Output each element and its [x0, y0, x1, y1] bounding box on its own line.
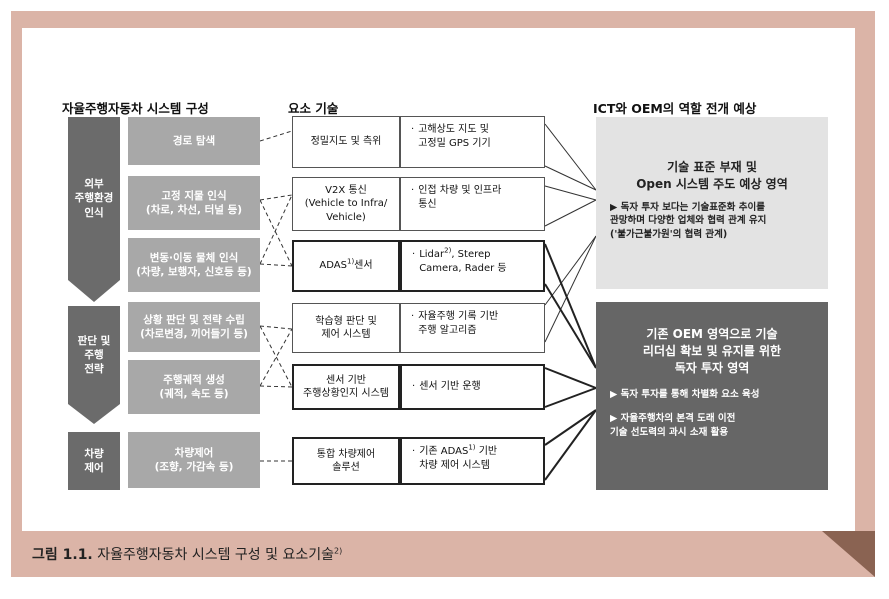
bullet-dot: · [411, 124, 415, 135]
dash-moving-to-adas [259, 263, 293, 267]
element-adas-sensor: ADAS1)센서 [292, 240, 400, 292]
bullet-dot: · [412, 249, 416, 260]
line-sensor-to-ict-bottom [544, 367, 597, 389]
adas-sensor-label: 센서 [354, 260, 373, 272]
dash-judge-to-learning [259, 325, 293, 330]
oem-body-differentiation: ▶ 독자 투자를 통해 차별화 요소 육성 [610, 389, 760, 401]
header-element-technology: 요소 기술 [288, 101, 339, 116]
dash-judge-to-sensor [259, 325, 293, 388]
ict-top-body: ▶ 독자 투자 보다는 기술표준화 추이를 관망하며 다양한 업체와 협력 관계… [610, 201, 767, 241]
caption-footnote: 2) [333, 546, 343, 556]
header-ict-oem-roles: ICT와 OEM의 역할 전개 예상 [593, 101, 757, 116]
line-sensor2-to-ict-bottom [544, 387, 597, 408]
desc-v2x: ·인접 차량 및 인프라 통신 [400, 177, 545, 231]
dash-fixed-to-adas [259, 199, 293, 267]
line-integrated2-to-ict-bottom [544, 409, 597, 481]
adas-label: ADAS [319, 260, 347, 272]
group-label-perception: 외부 주행환경 인식 [68, 117, 120, 280]
existing-adas-label: 기존 ADAS [419, 446, 469, 457]
dash-moving-to-v2x [259, 194, 293, 265]
desc-sensor-text: 센서 기반 운행 [419, 381, 481, 392]
caption-corner-fold [822, 531, 875, 577]
dash-fixed-to-v2x [259, 194, 293, 201]
function-moving-object-recognition: 변동·이동 물체 인식 (차량, 보행자, 신호등 등) [128, 238, 260, 292]
function-route-search: 경로 탐색 [128, 117, 260, 165]
header-system-composition: 자율주행자동차 시스템 구성 [62, 101, 209, 116]
line-map-to-ict-top [544, 123, 597, 191]
element-sensor-situation: 센서 기반 주행상황인지 시스템 [292, 364, 400, 410]
ict-top-title: 기술 표준 부재 및 Open 시스템 주도 예상 영역 [636, 160, 788, 191]
desc-adas-sensor: ·Lidar2), Sterep Camera, Rader 등 [400, 240, 545, 292]
bullet-dot: · [411, 311, 415, 322]
caption-bar [11, 531, 875, 577]
function-situation-judgement: 상황 판단 및 전략 수립 (차로변경, 끼어들기 등) [128, 302, 260, 352]
oem-body-leadership: ▶ 자율주행차의 본격 도래 이전 기술 선도력의 과시 소재 활용 [610, 413, 736, 438]
line-learning-to-ict-top [544, 235, 597, 306]
lidar-label: Lidar [419, 249, 445, 260]
adas-footnote: 1) [346, 257, 355, 266]
group-label-judgement: 판단 및 주행 전략 [68, 306, 120, 404]
oem-investment-area: 기존 OEM 영역으로 기술 리더십 확보 및 유지를 위한 독자 투자 영역 … [596, 302, 828, 490]
caption-text: 자율주행자동차 시스템 구성 및 요소기술 [92, 547, 334, 563]
desc-v2x-text: 인접 차량 및 인프라 통신 [418, 185, 502, 210]
element-integrated-control: 통합 차량제어 솔루션 [292, 437, 400, 485]
desc-learning-text: 자율주행 기록 기반 주행 알고리즘 [418, 311, 499, 336]
line-map2-to-ict-top [544, 165, 597, 191]
line-adas2-to-ict-bottom [544, 283, 597, 369]
desc-precision-map-text: 고해상도 지도 및 고정밀 GPS 기기 [418, 124, 491, 149]
line-integrated-to-ict-bottom [544, 409, 597, 446]
dash-traj-to-sensor [259, 385, 293, 388]
function-vehicle-control: 차량제어 (조향, 가감속 등) [128, 432, 260, 488]
element-v2x: V2X 통신 (Vehicle to Infra/ Vehicle) [292, 177, 400, 231]
lidar-footnote: 2) [444, 246, 452, 255]
bullet-dot: · [412, 381, 416, 392]
camera-rader-label: , Sterep Camera, Rader 등 [419, 249, 507, 274]
desc-precision-map: ·고해상도 지도 및 고정밀 GPS 기기 [400, 116, 545, 168]
line-adas-to-ict-bottom [544, 243, 597, 369]
dash-route-to-map [259, 130, 293, 142]
element-learning-system: 학습형 판단 및 제어 시스템 [292, 303, 400, 353]
oem-title: 기존 OEM 영역으로 기술 리더십 확보 및 유지를 위한 독자 투자 영역 [642, 327, 782, 375]
bullet-dot: · [411, 185, 415, 196]
figure-caption: 그림 1.1. 자율주행자동차 시스템 구성 및 요소기술2) [32, 544, 342, 564]
group-label-control: 차량 제어 [68, 432, 120, 490]
dash-traj-to-learning [259, 328, 293, 387]
caption-label: 그림 1.1. [32, 547, 93, 563]
element-precision-map: 정밀지도 및 측위 [292, 116, 400, 168]
existing-adas-footnote: 1) [468, 443, 476, 452]
line-learning2-to-ict-top [544, 235, 597, 343]
ict-open-system-area: 기술 표준 부재 및 Open 시스템 주도 예상 영역 ▶ 독자 투자 보다는… [596, 117, 828, 289]
bullet-dot: · [412, 446, 416, 457]
function-fixed-object-recognition: 고정 지물 인식 (차로, 차선, 터널 등) [128, 176, 260, 230]
line-v2x-to-ict-top [544, 185, 597, 201]
function-trajectory-generation: 주행궤적 생성 (궤적, 속도 등) [128, 360, 260, 414]
desc-learning-system: ·자율주행 기록 기반 주행 알고리즘 [400, 303, 545, 353]
desc-integrated-control: ·기존 ADAS1) 기반 차량 제어 시스템 [400, 437, 545, 485]
line-v2x2-to-ict-top [544, 199, 597, 227]
control-system-label: 기반 차량 제어 시스템 [419, 446, 498, 471]
desc-sensor-situation: ·센서 기반 운행 [400, 364, 545, 410]
